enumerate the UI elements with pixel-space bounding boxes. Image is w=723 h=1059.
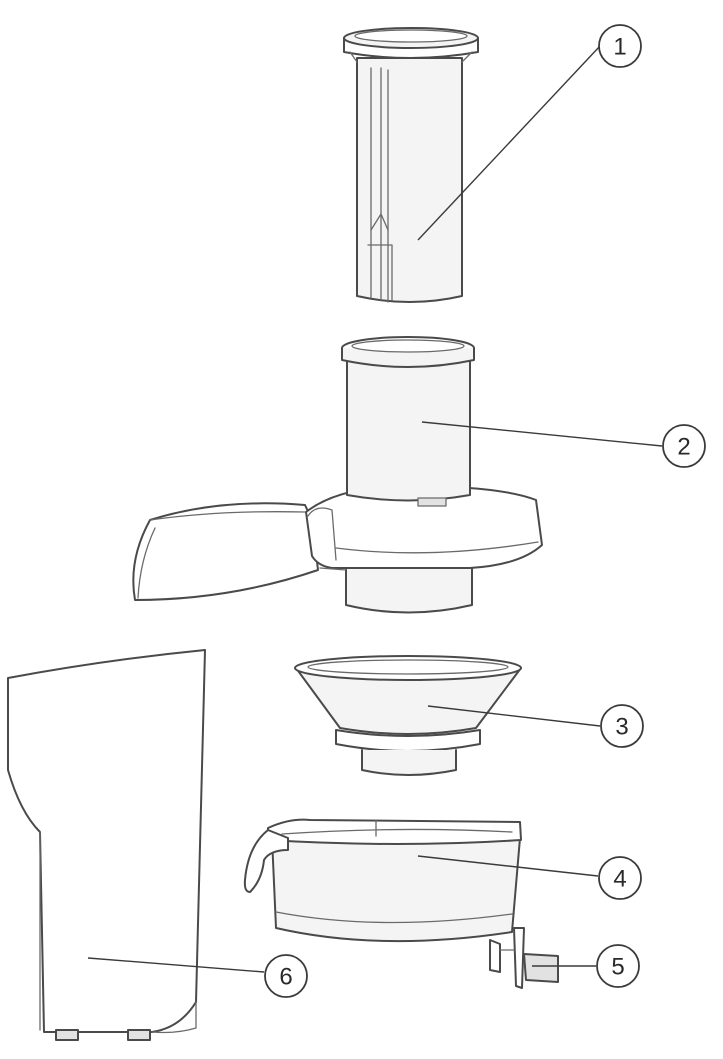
part-5-juice-spout: [489, 927, 559, 989]
part-6-motor-base: [7, 649, 206, 1041]
leader-line-2: [421, 421, 663, 447]
leader-line-1: [417, 45, 601, 241]
part-1-food-pusher: [343, 27, 479, 303]
callout-6: 6: [264, 954, 308, 998]
callout-label: 4: [613, 866, 626, 893]
callout-2: 2: [662, 424, 706, 468]
part-3-filter-basket: [294, 655, 522, 776]
callout-4: 4: [598, 856, 642, 900]
leader-line-4: [417, 855, 599, 877]
callout-1: 1: [598, 24, 642, 68]
leader-lines: [87, 45, 663, 973]
part-2-lid-feed-chute: [132, 336, 543, 614]
leader-line-6: [87, 957, 265, 973]
part-4-juicer-bowl: [243, 818, 522, 943]
callout-label: 6: [279, 964, 292, 991]
callout-label: 1: [613, 34, 626, 61]
leader-line-3: [427, 705, 601, 727]
callout-label: 5: [611, 954, 624, 981]
callout-label: 3: [615, 714, 628, 741]
callout-3: 3: [600, 704, 644, 748]
callout-5: 5: [596, 944, 640, 988]
callout-label: 2: [677, 434, 690, 461]
